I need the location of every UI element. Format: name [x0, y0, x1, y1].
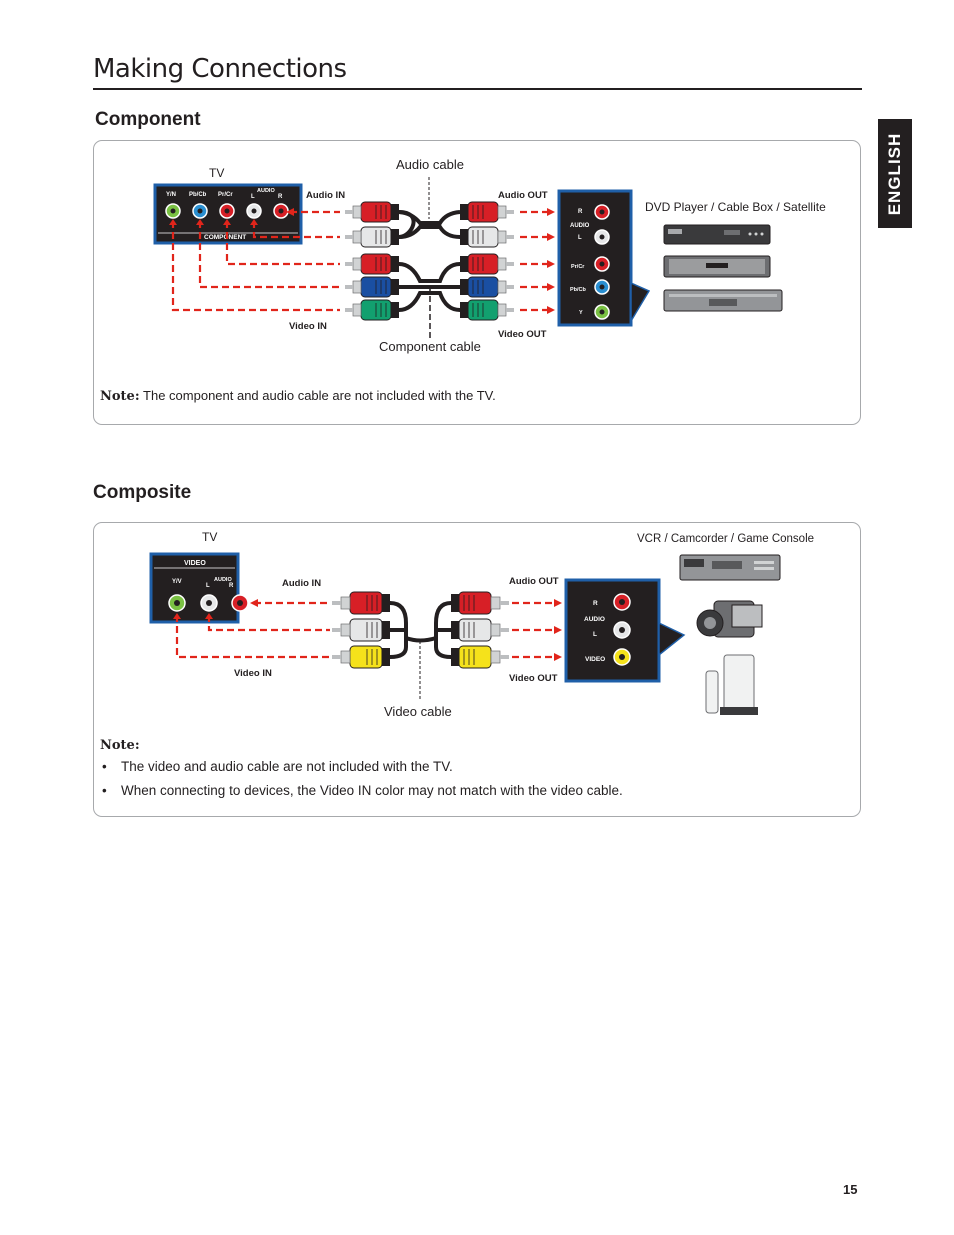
svg-text:Y/N: Y/N: [166, 192, 176, 198]
svg-text:Pb/Cb: Pb/Cb: [189, 192, 207, 198]
composite-tv-jack-panel: VIDEO Y/V AUDIO L R: [149, 552, 249, 624]
composite-dashed-lines-right: [512, 601, 556, 659]
component-video-out-label: Video OUT: [498, 329, 547, 340]
camcorder-icon: [696, 600, 763, 638]
svg-text:L: L: [206, 583, 210, 589]
composite-audio-out-label: Audio OUT: [509, 576, 559, 587]
svg-text:AUDIO: AUDIO: [570, 223, 590, 229]
component-arrowheads-left: [169, 208, 294, 225]
svg-text:L: L: [578, 235, 582, 241]
cable-box-icon: [663, 255, 771, 278]
language-tab: ENGLISH: [878, 119, 912, 228]
svg-text:R: R: [229, 583, 234, 589]
component-plugs-left: [345, 202, 399, 320]
component-note-label: Note:: [100, 389, 140, 404]
svg-text:R: R: [578, 209, 583, 215]
svg-text:VIDEO: VIDEO: [184, 560, 206, 567]
composite-bullet-1-text: The video and audio cable are not includ…: [121, 759, 453, 774]
component-dashed-lines-right: [520, 210, 549, 312]
component-audio-out-label: Audio OUT: [498, 190, 548, 201]
component-note: Note: The component and audio cable are …: [100, 388, 496, 404]
component-audio-in-label: Audio IN: [306, 190, 345, 201]
composite-plugs-left: [332, 592, 390, 668]
composite-video-in-label: Video IN: [234, 668, 272, 679]
svg-text:AUDIO: AUDIO: [214, 577, 232, 583]
component-cable-wires: [398, 210, 461, 312]
component-panel: TV Y/N Pb/Cb Pr/Cr AUDIO L R COMPONENT A…: [93, 140, 861, 425]
svg-text:VIDEO: VIDEO: [585, 656, 605, 663]
component-heading: Component: [95, 109, 201, 130]
svg-text:R: R: [593, 600, 598, 607]
title-rule: [93, 88, 862, 90]
svg-text:AUDIO: AUDIO: [257, 188, 275, 194]
language-tab-label: ENGLISH: [885, 132, 904, 215]
composite-audio-in-label: Audio IN: [282, 578, 321, 589]
video-cable-label: Video cable: [384, 704, 452, 719]
svg-text:Pb/Cb: Pb/Cb: [570, 287, 587, 293]
vcr-icon: [679, 554, 781, 581]
composite-cable-wires: [389, 601, 452, 659]
component-cable-label: Component cable: [379, 339, 481, 354]
composite-plugs-right: [450, 591, 510, 669]
composite-panel: TV VIDEO Y/V AUDIO L R Audio IN Audio OU…: [93, 522, 861, 817]
game-console-icon: [705, 654, 758, 715]
composite-bullet-2-text: When connecting to devices, the Video IN…: [121, 783, 623, 798]
component-device-jack-panel: R AUDIO L Pr/Cr Pb/Cb Y: [557, 189, 651, 327]
dvd-player-icon: [663, 224, 771, 245]
composite-arrowheads-left: [173, 599, 258, 619]
composite-diagram: TV VIDEO Y/V AUDIO L R Audio IN Audio OU…: [149, 530, 814, 719]
svg-text:AUDIO: AUDIO: [584, 616, 605, 623]
page-number: 15: [843, 1182, 858, 1197]
component-diagram: TV Y/N Pb/Cb Pr/Cr AUDIO L R COMPONENT A…: [153, 157, 826, 354]
composite-note-label: Note:: [100, 738, 140, 753]
svg-text:L: L: [251, 194, 255, 200]
svg-text:Pr/Cr: Pr/Cr: [571, 264, 585, 270]
satellite-receiver-icon: [663, 289, 783, 312]
composite-heading: Composite: [93, 482, 192, 503]
composite-device-jack-panel: R AUDIO L VIDEO: [564, 578, 686, 683]
composite-bullet-2: •When connecting to devices, the Video I…: [102, 783, 623, 798]
composite-video-out-label: Video OUT: [509, 673, 558, 684]
component-video-in-label: Video IN: [289, 321, 327, 332]
svg-text:R: R: [278, 194, 283, 200]
component-plugs-right: [459, 201, 515, 321]
component-note-text: The component and audio cable are not in…: [143, 388, 496, 403]
composite-device-label: VCR / Camcorder / Game Console: [637, 533, 814, 545]
composite-tv-label: TV: [202, 530, 217, 544]
svg-text:Y: Y: [579, 310, 583, 316]
svg-text:COMPONENT: COMPONENT: [204, 234, 246, 241]
component-arrowheads-right: [547, 208, 555, 314]
component-tv-label: TV: [209, 166, 224, 180]
audio-cable-label: Audio cable: [396, 157, 464, 172]
component-dashed-lines-left: [171, 210, 340, 312]
component-device-label: DVD Player / Cable Box / Satellite: [645, 200, 826, 214]
svg-text:L: L: [593, 631, 597, 638]
page-title: Making Connections: [93, 54, 347, 84]
svg-text:Y/V: Y/V: [172, 579, 182, 585]
composite-dashed-lines-left: [175, 601, 330, 659]
svg-text:Pr/Cr: Pr/Cr: [218, 192, 233, 198]
composite-bullet-1: •The video and audio cable are not inclu…: [102, 759, 453, 774]
composite-arrowheads-right: [554, 599, 562, 661]
